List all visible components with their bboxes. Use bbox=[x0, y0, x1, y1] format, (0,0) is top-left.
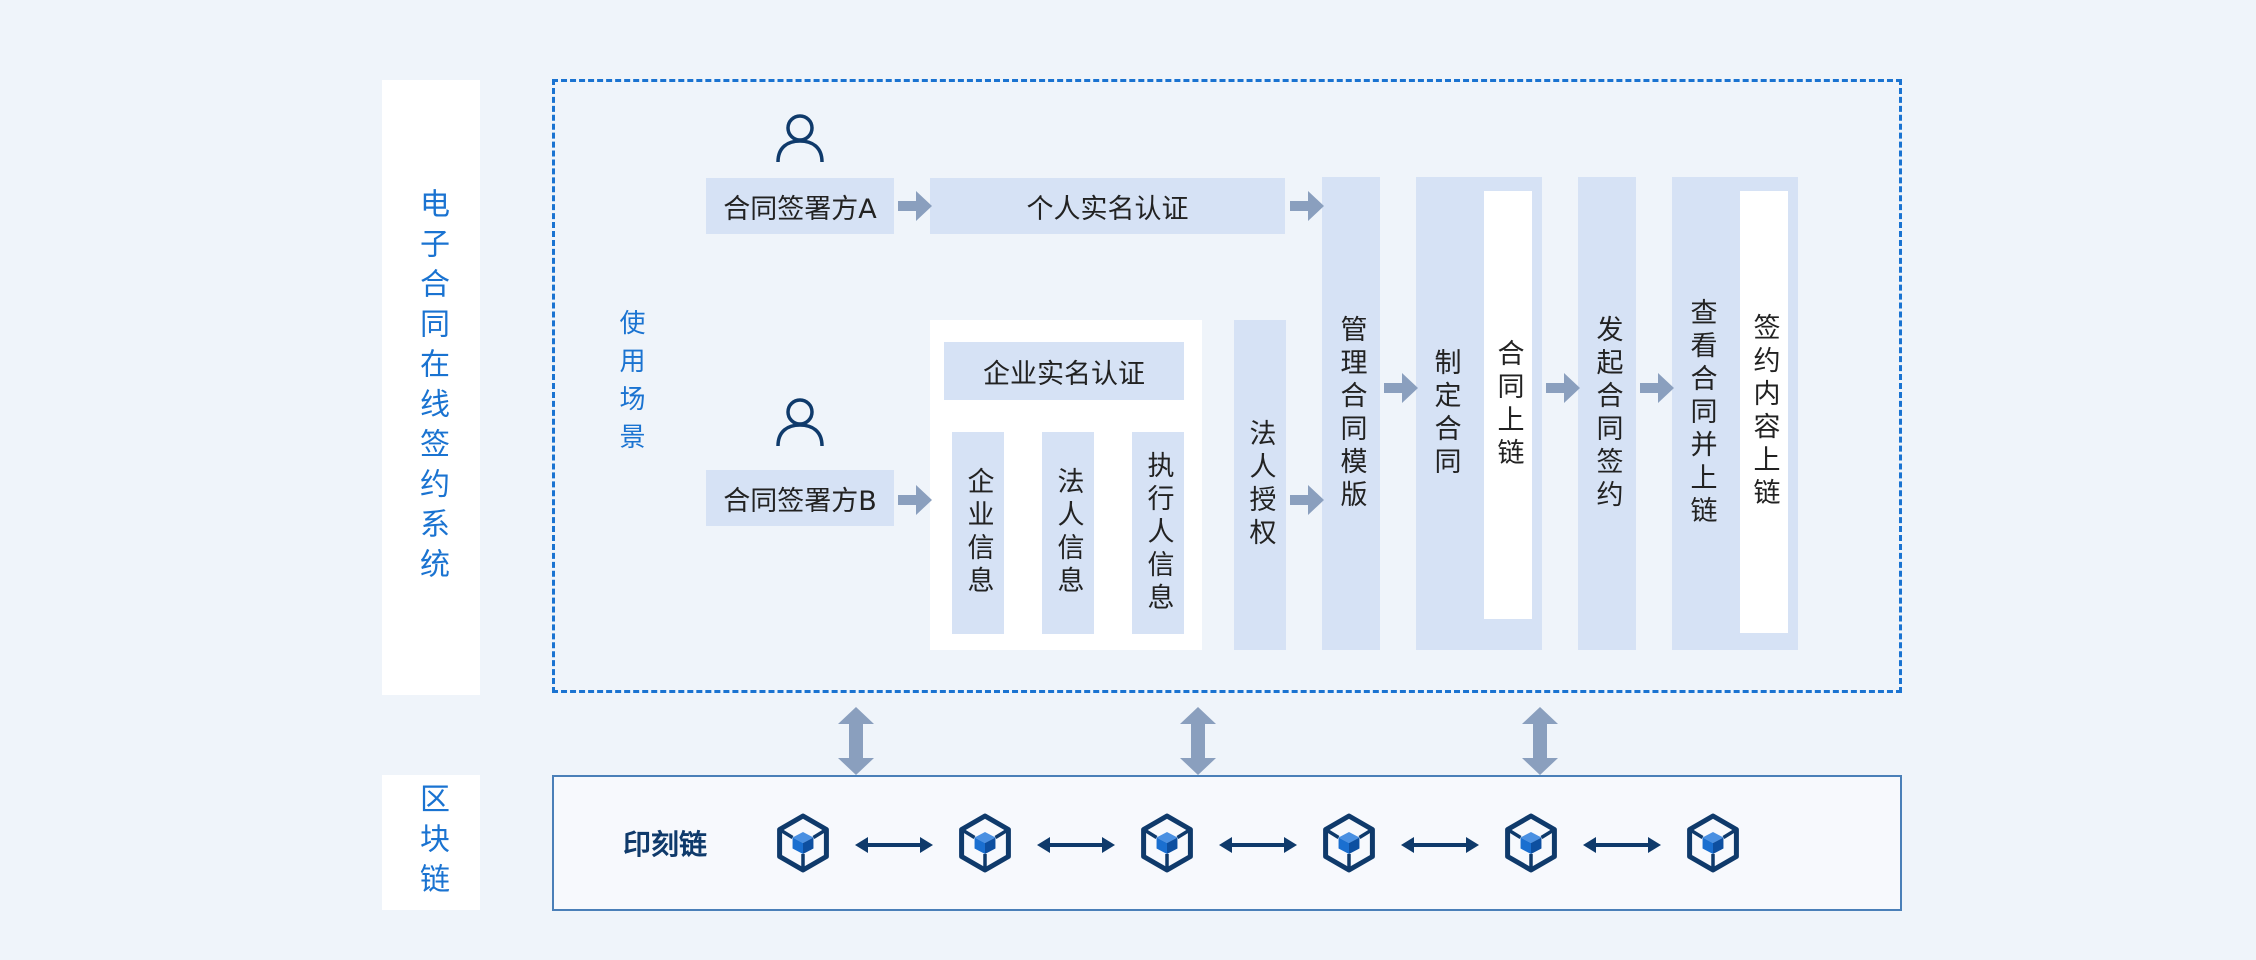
contract-onchain-box: 合同上链 bbox=[1484, 191, 1532, 619]
chain-link-arrow bbox=[1583, 837, 1661, 853]
initiate-sign-box: 发起合同签约 bbox=[1578, 177, 1636, 650]
system-label-panel: 电子合同在线签约系统 bbox=[382, 80, 480, 695]
personal-auth-box: 个人实名认证 bbox=[930, 178, 1285, 234]
chain-link-arrow bbox=[855, 837, 933, 853]
vertical-arrow-1 bbox=[838, 707, 874, 775]
blockchain-label-panel: 区块链 bbox=[382, 775, 480, 910]
executor-info-box: 执行人信息 bbox=[1132, 432, 1184, 634]
block-cube-icon bbox=[1323, 813, 1375, 873]
make-contract-label: 制定合同 bbox=[1429, 347, 1461, 480]
manage-template-box: 管理合同模版 bbox=[1322, 177, 1380, 650]
block-cube-icon bbox=[959, 813, 1011, 873]
block-cube-icon bbox=[1141, 813, 1193, 873]
arrow-b-to-enterprise bbox=[898, 485, 932, 515]
system-label: 电子合同在线签约系统 bbox=[414, 187, 449, 588]
enterprise-info-box: 企业信息 bbox=[952, 432, 1004, 634]
user-icon-a bbox=[776, 114, 824, 163]
vertical-arrow-2 bbox=[1180, 707, 1216, 775]
chain-link-arrow bbox=[1401, 837, 1479, 853]
arrow-initiate-to-view bbox=[1640, 373, 1674, 403]
user-icon-b bbox=[776, 398, 824, 447]
chain-link-arrow bbox=[1037, 837, 1115, 853]
arrow-template-to-make bbox=[1384, 373, 1418, 403]
party-a-box: 合同签署方A bbox=[706, 178, 894, 234]
party-b-box: 合同签署方B bbox=[706, 470, 894, 526]
scenario-label: 使用场景 bbox=[615, 309, 645, 461]
chain-link-arrow bbox=[1219, 837, 1297, 853]
arrow-legal-to-template bbox=[1290, 485, 1324, 515]
legal-auth-box: 法人授权 bbox=[1234, 320, 1286, 650]
system-boundary bbox=[552, 79, 1902, 693]
sign-onchain-box: 签约内容上链 bbox=[1740, 191, 1788, 633]
arrow-make-to-initiate bbox=[1546, 373, 1580, 403]
blockchain-label: 区块链 bbox=[414, 782, 449, 903]
arrow-auth-to-template bbox=[1290, 191, 1324, 221]
block-cube-icon bbox=[777, 813, 829, 873]
block-cube-icon bbox=[1687, 813, 1739, 873]
view-contract-label: 查看合同并上链 bbox=[1685, 298, 1717, 529]
arrow-a-to-auth bbox=[898, 191, 932, 221]
block-cube-icon bbox=[1505, 813, 1557, 873]
enterprise-auth-box: 企业实名认证 bbox=[944, 342, 1184, 400]
vertical-arrow-3 bbox=[1522, 707, 1558, 775]
chain-label: 印刻链 bbox=[622, 828, 707, 861]
legal-person-info-box: 法人信息 bbox=[1042, 432, 1094, 634]
